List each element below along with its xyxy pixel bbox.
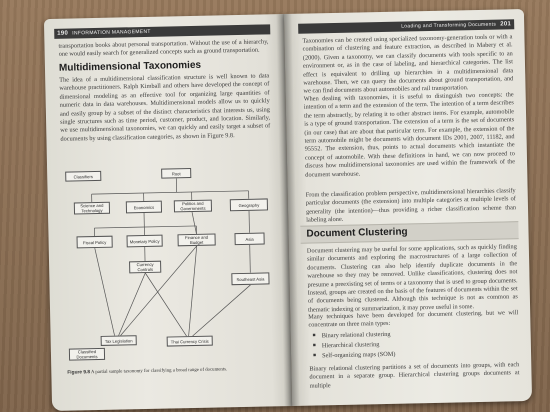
- taxonomy-connectors: [91, 178, 251, 337]
- classifiers-label: Classifiers: [65, 170, 102, 182]
- figure-caption-text: A partial sample taxonomy for classifyin…: [90, 367, 228, 376]
- tax-legislation-doc-node: Tax Legislation: [100, 335, 137, 346]
- right-running-head: Loading and Transforming Documents 201: [298, 19, 515, 34]
- left-body-text: The idea of a multidimensional classific…: [59, 72, 271, 143]
- right-para-4: Document clustering may be useful for so…: [306, 243, 518, 314]
- right-para-3: From the classification problem perspect…: [305, 187, 517, 224]
- figure-caption-label: Figure 9.8: [67, 370, 91, 376]
- classified-documents-label: Classified Documents: [68, 347, 106, 361]
- document-clustering-heading: Document Clustering: [306, 226, 408, 240]
- document-clustering-bar: Document Clustering: [300, 221, 519, 244]
- science-technology-node: Science and Technology: [73, 201, 111, 215]
- left-page-number: 190: [57, 30, 69, 37]
- right-para-2: When dealing with taxonomies, it is usef…: [303, 91, 516, 179]
- economics-node: Economics: [125, 200, 163, 214]
- figure-caption: Figure 9.8 A partial sample taxonomy for…: [67, 366, 277, 375]
- finance-budget-node: Finance and Budget: [177, 233, 216, 247]
- politics-governments-node: Politics and Governments: [173, 199, 213, 213]
- left-running-head-text: INFORMATION MANAGEMENT: [72, 28, 151, 37]
- asia-node: Asia: [234, 232, 265, 246]
- taxonomy-figure: Classifiers Root Science and Technology …: [63, 162, 273, 366]
- left-intro-text: transportation books about personal tran…: [58, 38, 269, 59]
- open-book: 190 INFORMATION MANAGEMENT transportatio…: [43, 9, 533, 411]
- thai-currency-crisis-doc-node: Thai Currency Crisis: [166, 335, 213, 347]
- multidimensional-taxonomies-heading: Multidimensional Taxonomies: [58, 59, 202, 74]
- right-page: Loading and Transforming Documents 201 T…: [283, 9, 533, 406]
- root-node: Root: [161, 168, 192, 179]
- left-running-head: 190 INFORMATION MANAGEMENT: [54, 24, 271, 39]
- geography-node: Geography: [229, 198, 269, 212]
- monetary-policy-node: Monetary Policy: [126, 234, 163, 248]
- currency-controls-node: Currency Controls: [129, 260, 162, 274]
- left-page: 190 INFORMATION MANAGEMENT transportatio…: [43, 14, 293, 411]
- southeast-asia-node: Southeast Asia: [231, 272, 270, 286]
- right-para-1: Taxonomies can be created using speciali…: [302, 33, 514, 96]
- right-page-number: 201: [500, 21, 512, 28]
- right-para-6: Binary relational clustering partitions …: [309, 361, 520, 390]
- clustering-types-list: Binary relational clustering Hierarchica…: [313, 327, 520, 361]
- fiscal-policy-node: Fiscal Policy: [76, 235, 113, 249]
- right-running-head-text: Loading and Transforming Documents: [401, 21, 497, 30]
